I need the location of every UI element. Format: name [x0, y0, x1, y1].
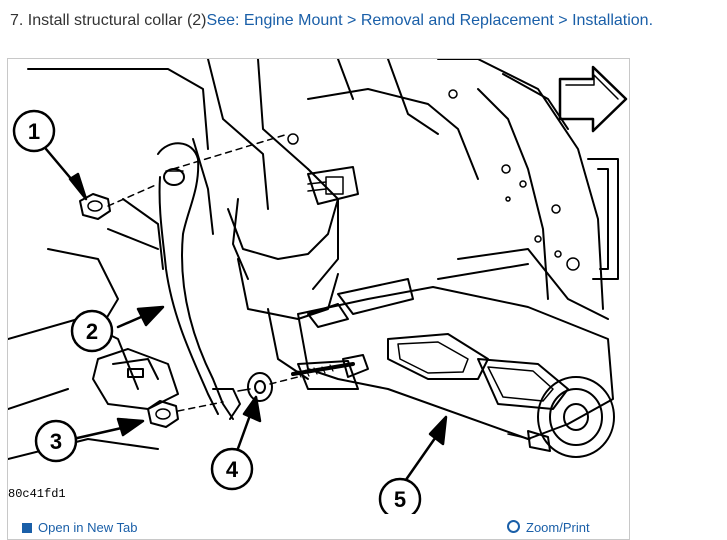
engine-mount-illustration: 1 2 3 4 5 80c41fd1: [8, 59, 628, 521]
forward-arrow-icon: [558, 65, 628, 133]
frame-rail-drawing: [8, 59, 619, 460]
zoom-icon: [507, 520, 520, 533]
new-tab-icon: [22, 523, 32, 533]
step-text: 7. Install structural collar (2): [10, 12, 207, 29]
mount-stud-drawing: [291, 354, 369, 378]
callout-1: 1: [12, 109, 56, 153]
step-instruction: 7. Install structural collar (2)See: Eng…: [10, 11, 653, 31]
body-holes-drawing: [287, 89, 580, 271]
see-reference-link[interactable]: See: Engine Mount > Removal and Replacem…: [206, 12, 654, 29]
callout-4: 4: [210, 447, 254, 491]
figure-action-bar: Open in New Tab Zoom/Print: [8, 514, 628, 535]
callout-2-label: 2: [86, 319, 98, 344]
illustration-frame: 1 2 3 4 5 80c41fd1: [7, 58, 630, 540]
callout-1-label: 1: [28, 119, 40, 144]
nut-1-drawing: [79, 183, 159, 220]
mount-assembly-drawing: [297, 278, 615, 458]
structural-collar-drawing: [157, 133, 289, 420]
figure-id-label: 80c41fd1: [8, 487, 66, 501]
washer-4-drawing: [237, 372, 299, 402]
callout-2: 2: [70, 309, 114, 353]
nut-3-drawing: [147, 400, 224, 428]
upper-stud-drawing: [307, 166, 359, 205]
callout-3: 3: [34, 419, 78, 463]
callout-5: 5: [378, 477, 422, 521]
callout-5-label: 5: [394, 487, 406, 512]
callout-leaders: [44, 147, 448, 486]
callout-4-label: 4: [226, 457, 239, 482]
callout-3-label: 3: [50, 429, 62, 454]
